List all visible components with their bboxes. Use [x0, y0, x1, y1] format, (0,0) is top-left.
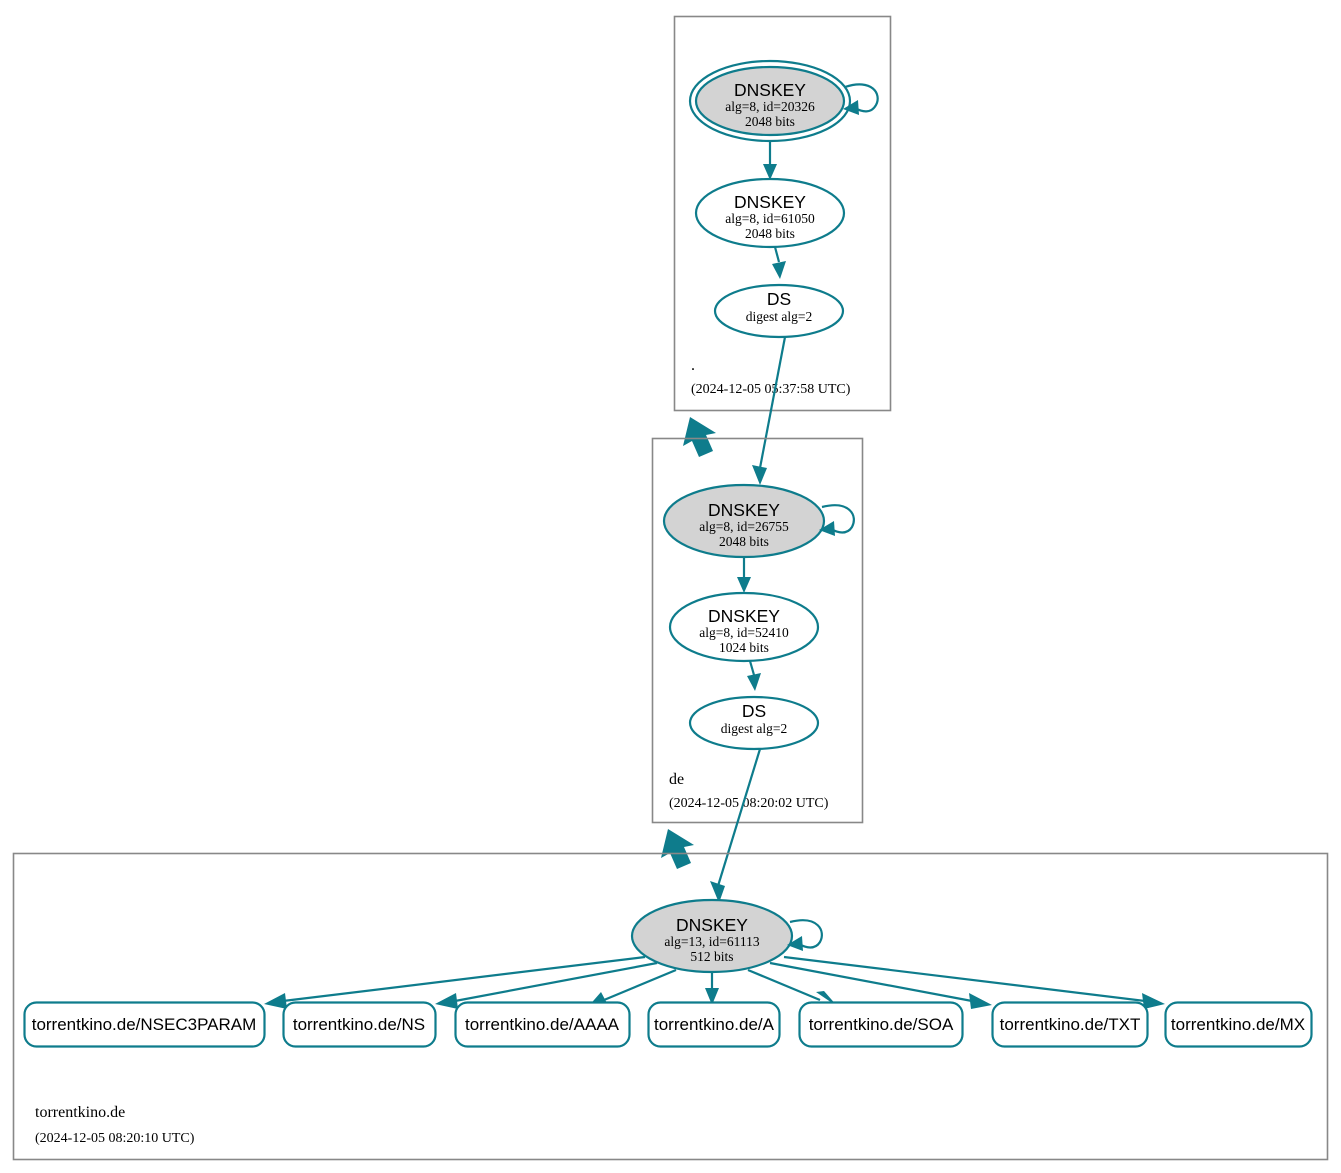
rrset-nsec3param[interactable]: torrentkino.de/NSEC3PARAM [23, 1001, 266, 1048]
zone-de-name: de [669, 771, 684, 788]
rrset-mx-label: torrentkino.de/MX [1171, 1015, 1305, 1034]
node-de-ksk-alg-id: alg=8, id=26755 [699, 519, 789, 534]
self-signature-loop-tk-key [789, 919, 823, 949]
node-de-zsk[interactable]: DNSKEY alg=8, id=52410 1024 bits [668, 591, 820, 663]
zone-root-name: . [691, 357, 695, 374]
node-root-ds[interactable]: DS digest alg=2 [713, 283, 845, 339]
edge-root-zsk-to-ds [772, 246, 786, 279]
node-tk-key[interactable]: DNSKEY alg=13, id=61113 512 bits [630, 898, 823, 974]
node-de-ksk-keysize: 2048 bits [719, 534, 769, 549]
edge-de-zsk-to-ds [747, 660, 761, 691]
rrset-soa-label: torrentkino.de/SOA [809, 1015, 954, 1034]
rrset-aaaa[interactable]: torrentkino.de/AAAA [454, 1001, 631, 1048]
edge-root-ds-to-de-ksk [752, 336, 787, 485]
edge-tk-key-to-nsec3param [264, 955, 646, 1009]
node-root-ds-title: DS [767, 289, 791, 309]
node-root-zsk-keysize: 2048 bits [745, 226, 795, 241]
node-root-ksk-alg-id: alg=8, id=20326 [725, 99, 815, 114]
node-de-ksk-title: DNSKEY [708, 500, 780, 520]
zone-torrentkino: DNSKEY alg=13, id=61113 512 bits [12, 852, 1329, 1161]
edge-tk-key-to-ns [435, 961, 658, 1009]
node-de-ds-digest: digest alg=2 [721, 721, 787, 736]
rrset-a[interactable]: torrentkino.de/A [647, 1001, 781, 1048]
zone-root: DNSKEY alg=8, id=20326 2048 bits DNSKEY … [673, 15, 892, 412]
rrset-soa[interactable]: torrentkino.de/SOA [798, 1001, 964, 1048]
rrset-mx[interactable]: torrentkino.de/MX [1164, 1001, 1313, 1048]
zone-de-border [651, 437, 864, 824]
zone-torrentkino-timestamp: (2024-12-05 08:20:10 UTC) [35, 1131, 195, 1146]
edge-de-ds-to-tk-key [710, 748, 762, 903]
self-signature-loop-arrowhead [843, 100, 859, 115]
rrset-aaaa-label: torrentkino.de/AAAA [465, 1015, 620, 1034]
node-root-ds-digest: digest alg=2 [746, 309, 812, 324]
zone-torrentkino-name: torrentkino.de [35, 1104, 125, 1121]
self-signature-loop-arrowhead [819, 521, 835, 536]
node-root-ksk[interactable]: DNSKEY alg=8, id=20326 2048 bits [688, 59, 879, 143]
node-de-zsk-alg-id: alg=8, id=52410 [699, 625, 789, 640]
node-root-zsk[interactable]: DNSKEY alg=8, id=61050 2048 bits [694, 177, 846, 249]
node-tk-key-title: DNSKEY [676, 915, 748, 935]
delegation-arrow-root-to-de [683, 417, 716, 457]
rrset-ns-label: torrentkino.de/NS [293, 1015, 425, 1034]
node-root-ksk-title: DNSKEY [734, 80, 806, 100]
zone-root-border [673, 15, 892, 412]
node-de-ksk[interactable]: DNSKEY alg=8, id=26755 2048 bits [662, 483, 855, 559]
delegation-arrow-de-to-torrentkino [661, 829, 694, 869]
edge-tk-key-to-txt [769, 961, 992, 1009]
self-signature-loop-root-ksk [844, 83, 879, 113]
zone-de-timestamp: (2024-12-05 08:20:02 UTC) [669, 796, 829, 811]
node-root-zsk-title: DNSKEY [734, 192, 806, 212]
edge-root-ksk-to-zsk [763, 141, 777, 180]
node-root-zsk-alg-id: alg=8, id=61050 [725, 211, 815, 226]
self-signature-loop-de-ksk [821, 504, 855, 534]
rrset-ns[interactable]: torrentkino.de/NS [282, 1001, 437, 1048]
node-tk-key-alg-id: alg=13, id=61113 [664, 934, 759, 949]
rrset-txt[interactable]: torrentkino.de/TXT [991, 1001, 1149, 1048]
node-de-ds-title: DS [742, 701, 766, 721]
rrset-a-label: torrentkino.de/A [654, 1015, 775, 1034]
ds-ellipse [713, 283, 845, 339]
node-de-zsk-keysize: 1024 bits [719, 640, 769, 655]
zone-root-timestamp: (2024-12-05 05:37:58 UTC) [691, 382, 851, 397]
node-root-ksk-keysize: 2048 bits [745, 114, 795, 129]
node-de-zsk-title: DNSKEY [708, 606, 780, 626]
node-de-ds[interactable]: DS digest alg=2 [688, 695, 820, 751]
zone-torrentkino-border [12, 852, 1329, 1161]
edge-tk-key-to-a [705, 972, 719, 1005]
dnskey-ellipse [694, 177, 846, 249]
dnskey-ellipse [694, 65, 846, 137]
edge-tk-key-to-mx [783, 955, 1165, 1009]
dnskey-ellipse [668, 591, 820, 663]
zone-de: DNSKEY alg=8, id=26755 2048 bits DNSKEY … [651, 437, 864, 824]
node-tk-key-keysize: 512 bits [690, 949, 733, 964]
self-signature-loop-arrowhead [787, 936, 803, 951]
edge-de-ksk-to-zsk [737, 557, 751, 593]
rrset-nsec3param-label: torrentkino.de/NSEC3PARAM [32, 1015, 257, 1034]
ds-ellipse [688, 695, 820, 751]
rrset-txt-label: torrentkino.de/TXT [1000, 1015, 1141, 1034]
